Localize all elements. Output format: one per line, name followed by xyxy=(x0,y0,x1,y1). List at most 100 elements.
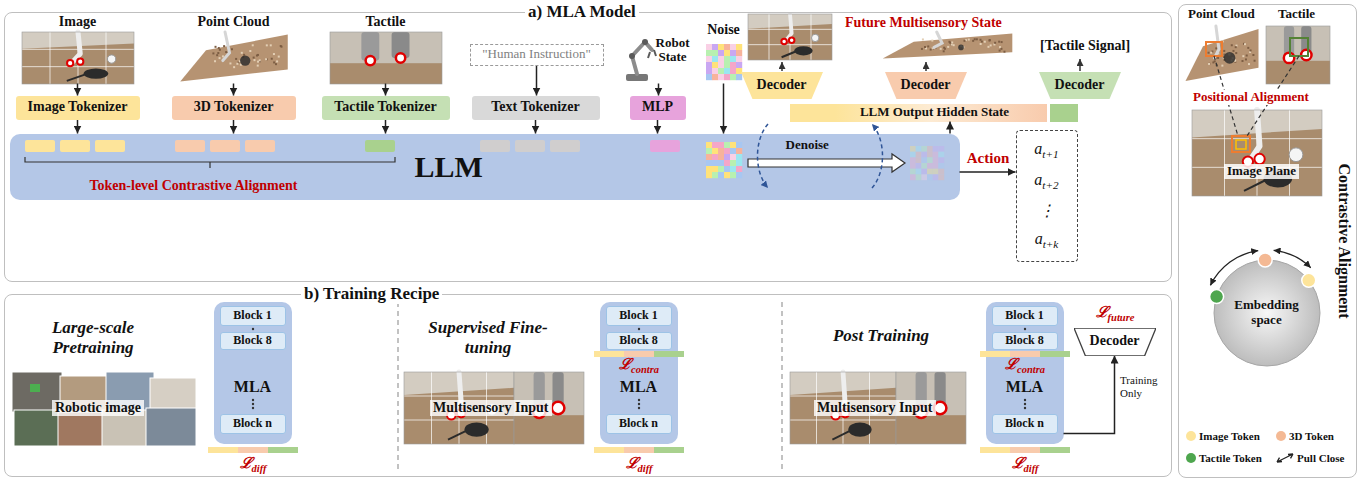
mla-stack: MLABlock 1Block 8Block n xyxy=(214,302,292,444)
point-cloud-point xyxy=(931,40,933,42)
collage-photo xyxy=(58,412,104,446)
noise-cell xyxy=(718,50,724,56)
node-text: at+k xyxy=(1035,230,1059,251)
robot-gripper xyxy=(648,50,656,58)
node-text: b) Training Recipe xyxy=(301,284,442,304)
crop-box xyxy=(1290,38,1308,56)
point-cloud-point xyxy=(233,66,235,68)
noise-cell xyxy=(933,152,939,158)
node-text: Block 1 xyxy=(619,309,657,323)
point-cloud-surface xyxy=(883,33,1013,58)
point-cloud-point xyxy=(257,65,259,67)
noise-cell xyxy=(730,74,736,80)
legend-arrow-sample xyxy=(1276,453,1294,463)
noise-cell xyxy=(736,148,742,154)
noise-cell xyxy=(706,50,712,56)
pan-handle xyxy=(782,52,795,58)
noise-cell xyxy=(706,56,712,62)
input-token xyxy=(95,140,125,152)
input-image: Point Cloud xyxy=(178,14,290,84)
point-cloud-point xyxy=(1208,52,1210,54)
noise-cell xyxy=(712,56,718,62)
point-cloud-pan xyxy=(1224,52,1236,64)
point-cloud-point xyxy=(249,50,251,52)
point-cloud-point xyxy=(1231,44,1233,46)
point-cloud-point xyxy=(1246,55,1248,57)
noise-cell xyxy=(910,174,916,180)
noise-cell xyxy=(718,154,724,160)
noise-cell xyxy=(927,146,933,152)
point-cloud-point xyxy=(930,49,932,51)
point-cloud-point xyxy=(280,46,282,48)
panel-frame: a) MLA ModelImagePoint CloudTactile"Huma… xyxy=(4,12,1172,282)
node-text: Point Cloud xyxy=(198,14,270,30)
arrow-connector xyxy=(385,120,387,134)
decoder-trapezoid: Decoder xyxy=(1039,72,1121,99)
point-cloud-point xyxy=(266,58,268,60)
node-text: Image xyxy=(59,14,96,30)
node-text: MLP xyxy=(642,99,673,115)
legend-swatch xyxy=(1186,453,1196,463)
action-box: at+1at+2⋮at+k xyxy=(1016,130,1078,262)
layer-block: Block 8 xyxy=(606,332,672,350)
point-cloud-point xyxy=(1247,47,1249,49)
noise-cell xyxy=(706,148,712,154)
tactile-image xyxy=(330,32,442,84)
edge-label: Training Only xyxy=(1120,374,1168,399)
point-cloud-point xyxy=(980,43,982,45)
noise-cell xyxy=(730,142,736,148)
node-text: Block n xyxy=(1005,417,1044,431)
hidden-state-token xyxy=(835,104,1047,122)
point-cloud-point xyxy=(225,51,227,53)
point-cloud-point xyxy=(257,54,259,56)
legend-text: 3D Token xyxy=(1289,430,1334,443)
point-cloud-point xyxy=(944,48,946,50)
noise-cell xyxy=(933,169,939,175)
point-cloud-point xyxy=(222,55,224,57)
legend-text: Tactile Token xyxy=(1199,452,1262,465)
denoise-loop xyxy=(872,124,883,188)
image-frame xyxy=(22,32,134,84)
arrow-connector xyxy=(233,120,235,134)
figure-label: ℒdiff xyxy=(1000,455,1050,475)
noise-cell xyxy=(724,68,730,74)
subscript: t+2 xyxy=(1042,179,1058,191)
noise-cell xyxy=(921,152,927,158)
token-strip xyxy=(654,351,684,357)
point-cloud-point xyxy=(1003,51,1005,53)
point-cloud-point xyxy=(972,40,974,42)
tactile-table xyxy=(896,415,966,444)
token-strip xyxy=(624,447,654,453)
ellipsis-dot xyxy=(638,328,640,330)
decoder-output-arrow xyxy=(781,62,783,71)
image-grid xyxy=(22,66,134,67)
noise-cell xyxy=(730,68,736,74)
noise-cell xyxy=(706,160,712,166)
token-dot xyxy=(1258,253,1272,267)
noise-cell xyxy=(736,154,742,160)
noise-cell xyxy=(724,56,730,62)
tactile-marker xyxy=(1254,154,1264,164)
legend-swatch xyxy=(1276,431,1286,441)
image-wall xyxy=(22,32,134,84)
node-text: MLA xyxy=(214,378,292,396)
noise-cell xyxy=(938,152,944,158)
point-cloud-point xyxy=(943,50,945,52)
figure-label: ℒdiff xyxy=(614,455,664,475)
input-token xyxy=(175,140,205,152)
point-cloud-image xyxy=(883,32,1013,59)
pan xyxy=(794,46,812,55)
input-token xyxy=(650,140,680,152)
point-cloud-pan xyxy=(958,45,964,51)
noise-cell xyxy=(938,146,944,152)
figure-label: Point Cloud xyxy=(1188,7,1255,22)
crop-box xyxy=(1206,42,1222,56)
decoder-outline xyxy=(1039,72,1121,99)
point-cloud-point xyxy=(252,44,254,46)
noise-cell xyxy=(706,142,712,148)
noise-cell xyxy=(730,44,736,50)
arrow-connector xyxy=(723,84,725,134)
point-cloud-point xyxy=(276,60,278,62)
figure-label: ℒcontra xyxy=(609,356,669,376)
